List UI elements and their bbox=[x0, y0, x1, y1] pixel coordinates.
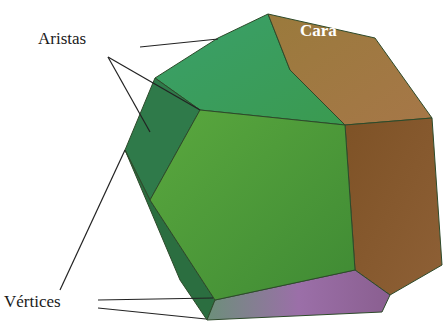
leader-line bbox=[60, 150, 125, 290]
face bbox=[150, 110, 355, 300]
leader-line bbox=[98, 308, 206, 319]
part-label: Aristas bbox=[38, 30, 86, 49]
face-label: Cara bbox=[300, 22, 337, 41]
leader-line bbox=[140, 39, 218, 47]
leader-line bbox=[108, 57, 150, 132]
part-label: Vértices bbox=[4, 293, 61, 312]
leader-line bbox=[108, 57, 200, 110]
face bbox=[345, 118, 442, 295]
face bbox=[268, 14, 432, 125]
leader-line bbox=[98, 298, 213, 300]
